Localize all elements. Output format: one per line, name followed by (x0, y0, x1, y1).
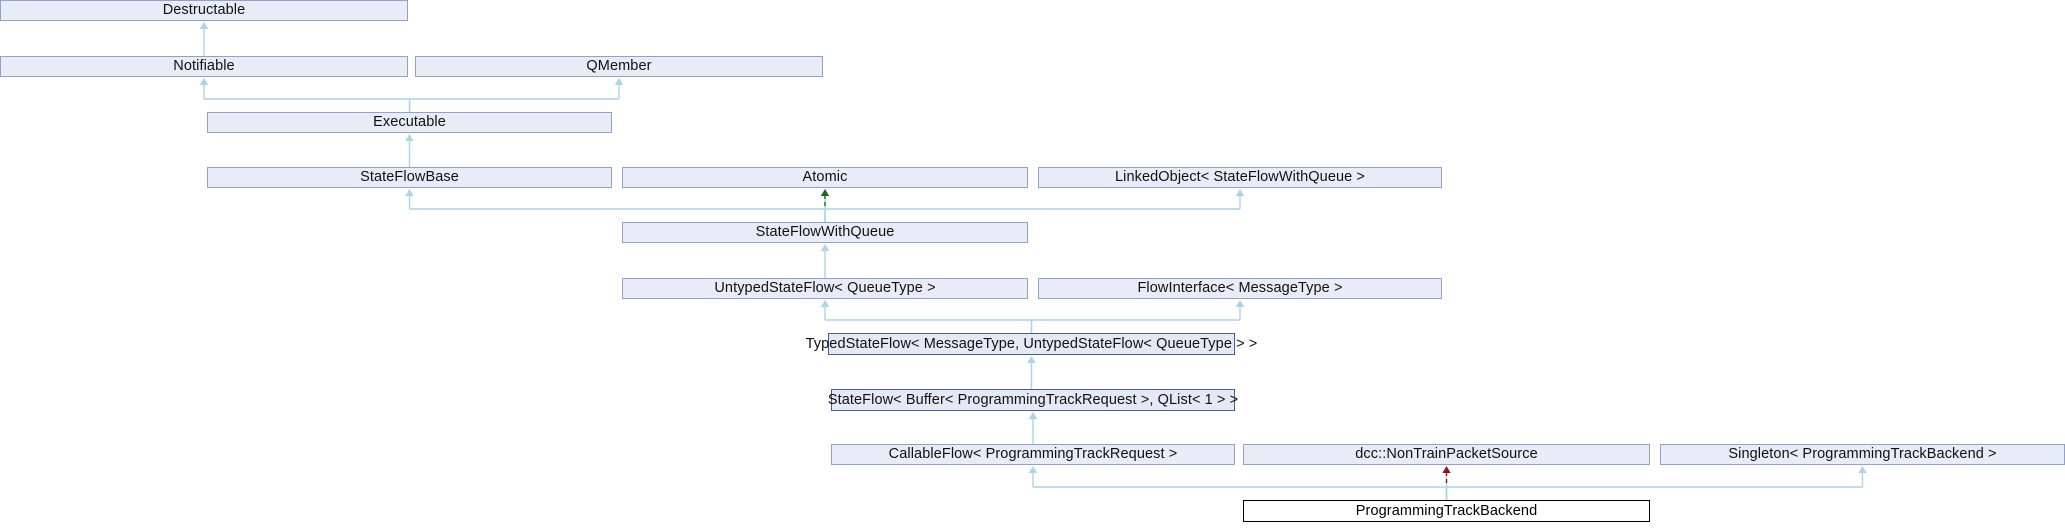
class-node-label: StateFlowBase (360, 169, 459, 186)
class-node-qmember[interactable]: QMember (415, 56, 823, 77)
class-node-stateflowbuffer[interactable]: StateFlow< Buffer< ProgrammingTrackReque… (827, 389, 1239, 411)
class-node-label: dcc::NonTrainPacketSource (1355, 446, 1538, 463)
class-node-stateflowwithqueue[interactable]: StateFlowWithQueue (622, 222, 1028, 243)
edge-arrowhead (820, 244, 830, 251)
class-node-linkedobject[interactable]: LinkedObject< StateFlowWithQueue > (1038, 167, 1442, 188)
edge-arrowhead (199, 22, 209, 29)
edge-untypedstateflow-to-stateflowwithqueue (820, 244, 830, 278)
class-node-typedstateflow[interactable]: TypedStateFlow< MessageType, UntypedStat… (806, 333, 1257, 355)
edge-typedstateflow-to-flowinterface (1030, 300, 1245, 333)
class-node-label: QMember (586, 58, 652, 75)
class-node-programmingtrackbackend[interactable]: ProgrammingTrackBackend (1243, 500, 1650, 522)
edge-programmingtrackbackend-to-nontrainpacketsource (1442, 466, 1451, 500)
edge-arrowhead (1442, 466, 1451, 473)
class-node-label: StateFlowWithQueue (755, 224, 895, 241)
edge-arrowhead (820, 189, 830, 196)
class-node-label: Atomic (802, 169, 848, 186)
edge-stateflowwithqueue-to-stateflowbase (405, 189, 826, 222)
class-node-label: StateFlow< Buffer< ProgrammingTrackReque… (827, 391, 1239, 408)
edge-arrowhead (1235, 189, 1245, 196)
edge-arrowhead (199, 78, 209, 85)
class-node-flowinterface[interactable]: FlowInterface< MessageType > (1038, 278, 1442, 299)
edge-stateflowwithqueue-to-atomic (820, 189, 830, 222)
class-node-label: Executable (373, 114, 446, 131)
class-node-label: Notifiable (173, 58, 235, 75)
edge-stateflowbase-to-executable (405, 134, 414, 167)
edge-programmingtrackbackend-to-callableflow (1028, 466, 1448, 500)
class-node-label: FlowInterface< MessageType > (1137, 280, 1343, 297)
edge-arrowhead (1028, 466, 1038, 473)
edge-arrowhead (1858, 466, 1867, 473)
edge-stateflowwithqueue-to-linkedobject (824, 189, 1245, 222)
class-node-label: Singleton< ProgrammingTrackBackend > (1728, 446, 1997, 463)
class-node-label: UntypedStateFlow< QueueType > (714, 280, 936, 297)
class-node-callableflow[interactable]: CallableFlow< ProgrammingTrackRequest > (831, 444, 1235, 465)
class-node-untypedstateflow[interactable]: UntypedStateFlow< QueueType > (622, 278, 1028, 299)
edge-arrowhead (405, 189, 414, 196)
edge-arrowhead (1028, 412, 1038, 419)
edge-arrowhead (1235, 300, 1245, 307)
class-node-nontrainpacketsource[interactable]: dcc::NonTrainPacketSource (1243, 444, 1650, 465)
class-node-atomic[interactable]: Atomic (622, 167, 1028, 188)
edge-programmingtrackbackend-to-singleton (1445, 466, 1867, 500)
edge-arrowhead (614, 78, 624, 85)
edge-callableflow-to-stateflowbuffer (1028, 412, 1038, 444)
class-node-label: ProgrammingTrackBackend (1355, 502, 1538, 519)
edge-executable-to-qmember (408, 78, 624, 112)
class-node-label: Destructable (162, 2, 246, 19)
edge-arrowhead (405, 134, 414, 141)
edge-stateflowbuffer-to-typedstateflow (1027, 356, 1036, 389)
edge-executable-to-notifiable (199, 78, 411, 112)
class-node-label: TypedStateFlow< MessageType, UntypedStat… (805, 335, 1258, 352)
edge-arrowhead (820, 300, 830, 307)
class-node-executable[interactable]: Executable (207, 112, 612, 133)
edge-arrowhead (1027, 356, 1036, 363)
class-node-stateflowbase[interactable]: StateFlowBase (207, 167, 612, 188)
class-node-singleton[interactable]: Singleton< ProgrammingTrackBackend > (1660, 444, 2065, 465)
edge-typedstateflow-to-untypedstateflow (820, 300, 1033, 333)
class-node-label: LinkedObject< StateFlowWithQueue > (1114, 169, 1366, 186)
class-node-notifiable[interactable]: Notifiable (0, 56, 408, 77)
edge-notifiable-to-destructable (199, 22, 209, 56)
class-node-destructable[interactable]: Destructable (0, 0, 408, 21)
class-node-label: CallableFlow< ProgrammingTrackRequest > (888, 446, 1178, 463)
